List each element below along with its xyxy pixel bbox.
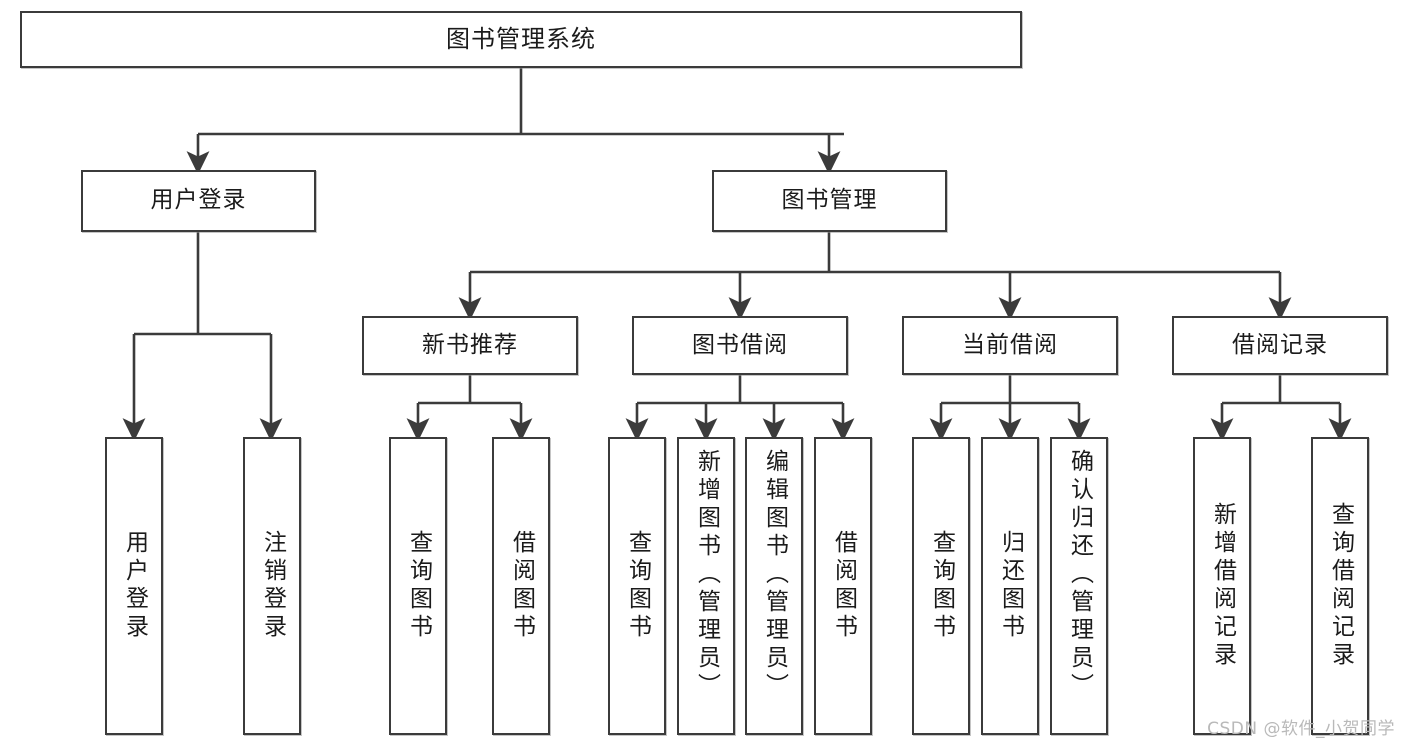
node-borrow-record[interactable]: 借阅记录 (1172, 316, 1388, 375)
node-leaf-borrow-book-1-label: 借阅图书 (508, 530, 535, 642)
node-leaf-edit-book[interactable]: 编辑图书（管理员） (745, 437, 803, 735)
node-book-borrow[interactable]: 图书借阅 (632, 316, 848, 375)
node-leaf-return-book-label: 归还图书 (997, 530, 1024, 642)
node-leaf-query-record-label: 查询借阅记录 (1327, 502, 1354, 670)
node-current-borrow[interactable]: 当前借阅 (902, 316, 1118, 375)
node-leaf-edit-book-label: 编辑图书（管理员） (761, 449, 788, 701)
node-leaf-return-book[interactable]: 归还图书 (981, 437, 1039, 735)
watermark: CSDN @软件_小贺同学 (1207, 719, 1395, 739)
node-book-manage[interactable]: 图书管理 (712, 170, 947, 232)
node-leaf-user-logout-label: 注销登录 (259, 530, 286, 642)
node-leaf-query-book-2[interactable]: 查询图书 (608, 437, 666, 735)
node-user-login[interactable]: 用户登录 (81, 170, 316, 232)
node-new-book-recommend-label: 新书推荐 (422, 331, 518, 358)
node-leaf-query-book-1[interactable]: 查询图书 (389, 437, 447, 735)
node-leaf-confirm-return[interactable]: 确认归还（管理员） (1050, 437, 1108, 735)
node-leaf-borrow-book-2[interactable]: 借阅图书 (814, 437, 872, 735)
node-leaf-user-login[interactable]: 用户登录 (105, 437, 163, 735)
node-new-book-recommend[interactable]: 新书推荐 (362, 316, 578, 375)
node-leaf-add-record[interactable]: 新增借阅记录 (1193, 437, 1251, 735)
node-leaf-add-book[interactable]: 新增图书（管理员） (677, 437, 735, 735)
node-leaf-query-record[interactable]: 查询借阅记录 (1311, 437, 1369, 735)
node-leaf-query-book-1-label: 查询图书 (405, 530, 432, 642)
node-leaf-add-book-label: 新增图书（管理员） (693, 449, 720, 701)
node-root[interactable]: 图书管理系统 (20, 11, 1022, 68)
node-borrow-record-label: 借阅记录 (1232, 331, 1328, 358)
node-leaf-user-logout[interactable]: 注销登录 (243, 437, 301, 735)
node-leaf-borrow-book-1[interactable]: 借阅图书 (492, 437, 550, 735)
node-current-borrow-label: 当前借阅 (962, 331, 1058, 358)
node-root-label: 图书管理系统 (446, 25, 596, 54)
node-user-login-label: 用户登录 (150, 187, 247, 214)
node-book-borrow-label: 图书借阅 (692, 331, 788, 358)
node-leaf-query-book-3-label: 查询图书 (928, 530, 955, 642)
node-book-manage-label: 图书管理 (781, 187, 878, 214)
node-leaf-user-login-label: 用户登录 (121, 530, 148, 642)
node-leaf-confirm-return-label: 确认归还（管理员） (1066, 449, 1093, 701)
node-leaf-add-record-label: 新增借阅记录 (1209, 502, 1236, 670)
node-leaf-borrow-book-2-label: 借阅图书 (830, 530, 857, 642)
node-leaf-query-book-2-label: 查询图书 (624, 530, 651, 642)
node-leaf-query-book-3[interactable]: 查询图书 (912, 437, 970, 735)
